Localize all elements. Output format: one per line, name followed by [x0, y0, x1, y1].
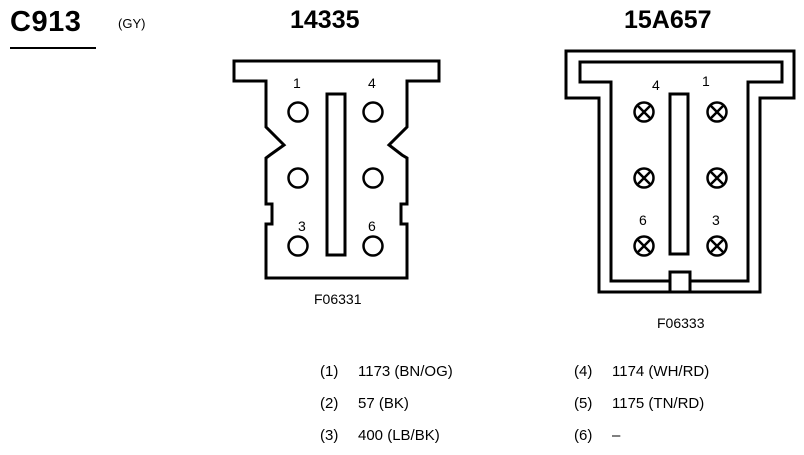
right-cavity-2	[706, 167, 728, 189]
pin-number: (5)	[574, 395, 593, 412]
pin-circuit: 1174 (WH/RD)	[612, 363, 710, 380]
left-cavity-label: 4	[368, 75, 376, 91]
right-cavity-label: 3	[712, 212, 720, 228]
right-part-number: 15A657	[624, 6, 712, 34]
left-part-number: 14335	[290, 6, 360, 34]
connector-color: (GY)	[118, 16, 146, 31]
right-cavity-6	[633, 235, 655, 257]
pin-number: (2)	[320, 395, 339, 412]
pin-circuit: 400 (LB/BK)	[358, 427, 440, 444]
pin-number: (4)	[574, 363, 593, 380]
right-connector	[564, 49, 796, 294]
pin-circuit: 1173 (BN/OG)	[358, 363, 453, 380]
right-cavity-1	[706, 101, 728, 123]
connector-id: C913	[10, 6, 82, 38]
left-cavity-2	[287, 167, 309, 189]
left-connector-outline	[232, 59, 441, 280]
pin-circuit: –	[612, 427, 621, 444]
left-connector	[232, 59, 441, 280]
left-cavity-label: 6	[368, 218, 376, 234]
pin-circuit: 1175 (TN/RD)	[612, 395, 705, 412]
right-cavity-label: 4	[652, 77, 660, 93]
right-cavities	[633, 101, 728, 257]
left-figure-id: F06331	[314, 291, 362, 307]
pin-number: (6)	[574, 427, 593, 444]
pin-circuit: 57 (BK)	[358, 395, 409, 412]
right-cavity-label: 1	[702, 73, 710, 89]
left-cavity-1	[287, 101, 309, 123]
right-latch	[668, 270, 692, 294]
right-cavity-3	[706, 235, 728, 257]
right-cavity-5	[633, 167, 655, 189]
right-connector-outer-outline	[564, 49, 796, 294]
right-figure-id: F06333	[657, 315, 705, 331]
left-cavity-label: 3	[298, 218, 306, 234]
pin-number: (1)	[320, 363, 339, 380]
left-cavity-6	[362, 235, 384, 257]
connector-id-underline	[10, 47, 96, 49]
right-cavity-4	[633, 101, 655, 123]
right-cavity-label: 6	[639, 212, 647, 228]
left-cavity-label: 1	[293, 75, 301, 91]
left-cavity-3	[287, 235, 309, 257]
left-cavity-4	[362, 101, 384, 123]
right-connector-inner-outline	[578, 60, 784, 283]
right-center-key	[668, 92, 690, 256]
left-cavity-5	[362, 167, 384, 189]
pin-number: (3)	[320, 427, 339, 444]
left-center-key	[325, 92, 347, 257]
